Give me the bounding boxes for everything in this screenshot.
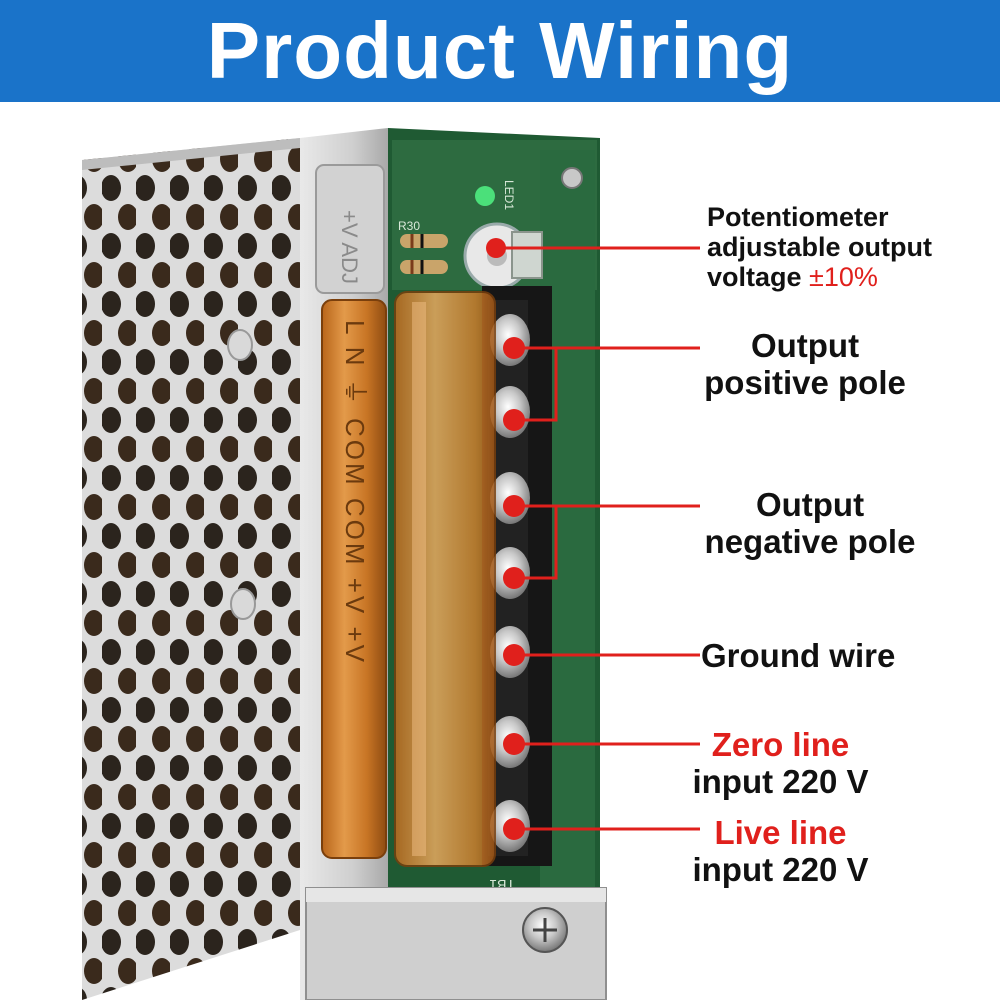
potentiometer-label-range: ±10% <box>809 262 878 293</box>
potentiometer-label-line2: adjustable output <box>707 232 932 263</box>
output-negative-line2: negative pole <box>704 522 916 560</box>
resistor-silkscreen: R30 <box>398 219 420 233</box>
page-title: Product Wiring <box>206 6 794 95</box>
front-metal-face: +V ADJ L N ⏚ COM COM +V +V <box>300 128 388 1000</box>
potentiometer-icon <box>463 222 543 290</box>
header-banner: Product Wiring <box>0 0 1000 102</box>
output-positive-line1: Output <box>750 327 860 364</box>
perforated-side-panel <box>82 138 300 1000</box>
callout-lines <box>496 246 700 831</box>
zero-line-label: Zero line input 220 V <box>688 726 873 801</box>
output-negative-label: Output negative pole <box>700 486 920 561</box>
mounting-bracket <box>305 887 607 1000</box>
live-line-title: Live line <box>714 814 847 851</box>
output-positive-label: Output positive pole <box>700 327 910 402</box>
callout-dots <box>486 238 525 840</box>
zero-line-voltage: input 220 V <box>692 762 869 800</box>
zero-line-title: Zero line <box>711 726 850 763</box>
led-icon <box>475 186 495 206</box>
adj-silkscreen: +V ADJ <box>337 210 362 284</box>
potentiometer-label: Potentiometer adjustable output voltage … <box>707 202 932 293</box>
ground-wire-label: Ground wire <box>701 637 896 674</box>
live-line-voltage: input 220 V <box>692 850 869 888</box>
potentiometer-label-line3: voltage ±10% <box>707 262 932 292</box>
terminal-silkscreen: L N ⏚ COM COM +V +V <box>340 320 370 665</box>
live-line-label: Live line input 220 V <box>688 814 873 889</box>
potentiometer-label-voltage: voltage <box>707 262 802 293</box>
output-negative-line1: Output <box>755 486 865 523</box>
terminal-cover <box>394 291 496 867</box>
led-silkscreen: LED1 <box>502 180 516 210</box>
output-positive-line2: positive pole <box>704 363 906 401</box>
power-supply-photo: +V ADJ L N ⏚ COM COM +V +V LED1 R30 <box>0 102 1000 1000</box>
potentiometer-label-line1: Potentiometer <box>707 202 889 232</box>
